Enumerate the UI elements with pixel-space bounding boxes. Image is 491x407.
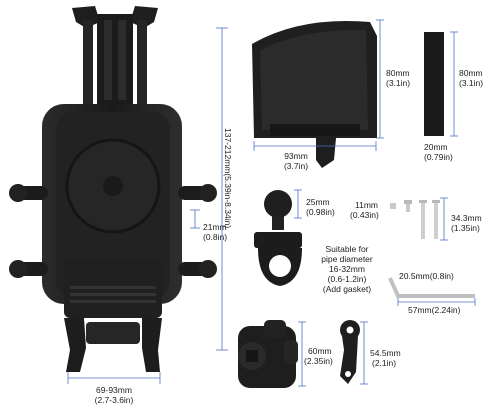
base-mount-drawing [238, 320, 298, 388]
screws-drawing [390, 200, 440, 239]
arm-height-mm: 54.5mm [370, 348, 401, 358]
wrench-short-length: 20.5mm(0.8in) [399, 271, 454, 281]
base-height-mm: 60mm [308, 346, 332, 356]
screw-dimension-lines [440, 197, 448, 241]
sunshade-width-in: (3.7in) [283, 161, 309, 171]
screw-length-in: (1.35in) [451, 223, 480, 233]
ball-clamp-drawing [254, 190, 302, 286]
pad-dimension-lines [450, 31, 458, 137]
pad-height-mm: 80mm [459, 68, 483, 78]
screw-head-mm: 11mm [355, 200, 378, 210]
arm-height-in: (2.1in) [372, 358, 397, 368]
hex-wrench-drawing [388, 277, 475, 298]
wrench-dimension-lines [397, 298, 476, 306]
base-height-in: (2.35in) [304, 356, 333, 366]
ball-size-in: (0.98in) [306, 207, 335, 217]
holder-width-in: (2.7-3.6in) [94, 395, 134, 405]
pad-width-in: (0.79in) [424, 152, 453, 162]
arm-dimension-lines [360, 321, 368, 385]
clamp-fit-line-3: 16-32mm [329, 264, 365, 274]
sunshade-height-in: (3.1in) [386, 78, 411, 88]
holder-height-label: 137-212mm(5.39in-8.34in) [223, 128, 233, 229]
extension-arm-drawing [340, 320, 360, 384]
clamp-fit-line-4: (0.6-1.2in) [327, 274, 367, 284]
pad-width-mm: 20mm [424, 142, 448, 152]
phone-holder-drawing [9, 6, 217, 372]
sunshade-height-mm: 80mm [386, 68, 410, 78]
wrench-long-length: 57mm(2.24in) [408, 305, 461, 315]
pad-drawing [424, 32, 444, 136]
grip-depth-mm: 21mm [203, 222, 227, 232]
sunshade-width-mm: 93mm [284, 151, 308, 161]
ball-size-mm: 25mm [306, 197, 330, 207]
main-dimension-lines [67, 27, 228, 384]
sunshade-drawing [252, 20, 377, 168]
clamp-fit-line-5: (Add gasket) [322, 284, 372, 294]
holder-width-mm: 69-93mm [96, 385, 132, 395]
pad-height-in: (3.1in) [459, 78, 484, 88]
ball-dimension-lines [294, 189, 302, 219]
clamp-fit-line-2: pipe diameter [321, 254, 373, 264]
grip-depth-in: (0.8in) [203, 232, 228, 242]
clamp-fit-line-1: Suitable for [325, 244, 369, 254]
screw-head-in: (0.43in) [350, 210, 379, 220]
screw-length-mm: 34.3mm [451, 213, 482, 223]
base-dimension-lines [298, 321, 306, 387]
sunshade-dimension-lines [253, 19, 384, 151]
